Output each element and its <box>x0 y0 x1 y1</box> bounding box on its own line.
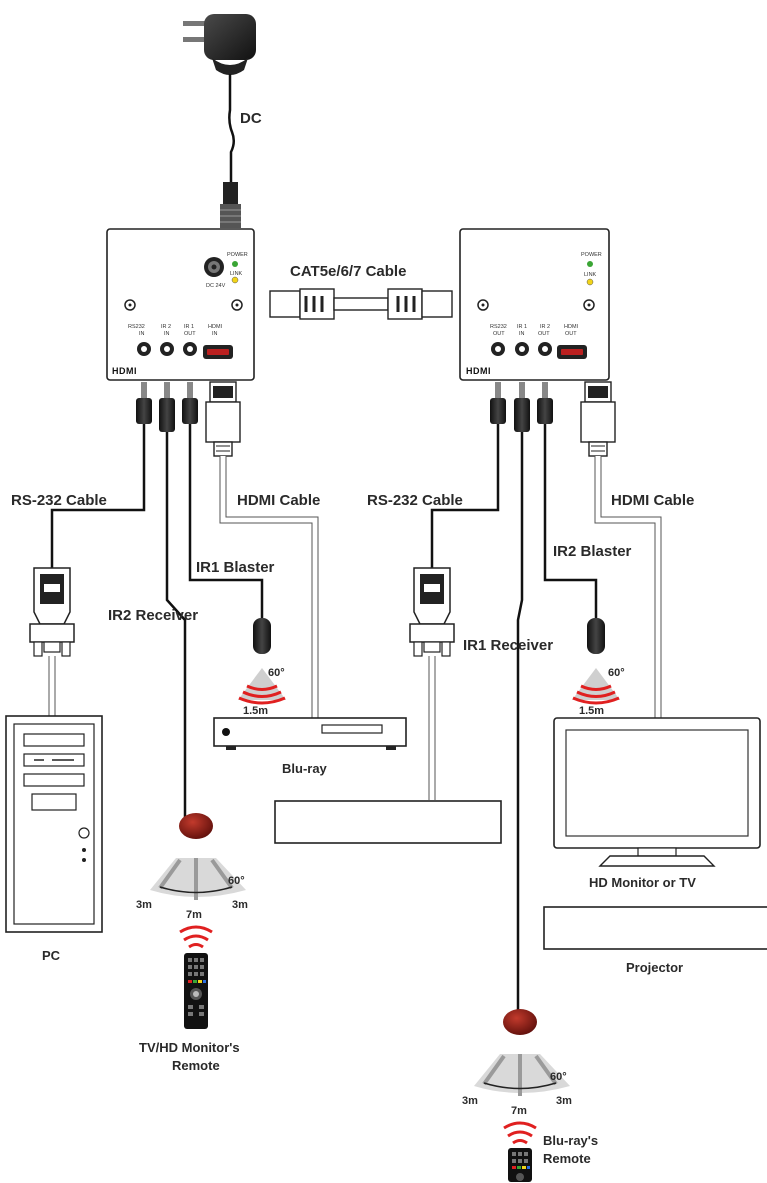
rx-ir2-blaster-wire <box>543 424 598 618</box>
svg-text:POWER: POWER <box>581 252 602 258</box>
cat-cable <box>269 288 453 320</box>
rx-rs232-wire <box>430 424 500 570</box>
svg-text:1.5m: 1.5m <box>579 705 604 717</box>
rs232-cable-label-left: RS-232 Cable <box>11 492 107 509</box>
svg-text:3m: 3m <box>232 899 248 911</box>
svg-text:HDMI: HDMI <box>564 324 579 330</box>
bluray-remote-label-2: Remote <box>543 1151 591 1166</box>
bluray-player <box>213 717 407 750</box>
tv-remote-icon <box>184 953 208 1029</box>
svg-text:1.5m: 1.5m <box>243 705 268 717</box>
ir1-receiver-label: IR1 Receiver <box>463 637 553 654</box>
svg-text:HDMI: HDMI <box>208 324 223 330</box>
svg-text:OUT: OUT <box>493 331 505 337</box>
ir2-receiver-label: IR2 Receiver <box>108 607 198 624</box>
tx-plugs <box>136 381 241 457</box>
hdmi-cable-label-right: HDMI Cable <box>611 492 694 509</box>
ir-signal-icon-left <box>179 925 213 949</box>
hdmi-cable-label-left: HDMI Cable <box>237 492 320 509</box>
svg-text:OUT: OUT <box>538 331 550 337</box>
svg-text:IN: IN <box>519 331 525 337</box>
rs232-cable-label-right: RS-232 Cable <box>367 492 463 509</box>
transmitter-unit: POWER LINK DC 24V RS232 IN IR 2 IN IR 1 … <box>106 228 255 381</box>
svg-text:IN: IN <box>139 331 145 337</box>
svg-text:RS232: RS232 <box>490 324 507 330</box>
hd-monitor <box>553 717 761 867</box>
rx-power-led <box>587 261 593 267</box>
db9-connector-right <box>409 567 455 657</box>
tv-remote-label-2: Remote <box>172 1058 220 1073</box>
cat-cable-label: CAT5e/6/7 Cable <box>290 263 406 280</box>
svg-text:IN: IN <box>212 331 218 337</box>
rx-link-led <box>586 278 594 286</box>
tv-remote-label-1: TV/HD Monitor's <box>139 1040 240 1055</box>
power-adapter <box>183 14 256 228</box>
db9-connector-left <box>29 567 75 657</box>
bluray-remote-icon <box>508 1148 532 1182</box>
dc-label: DC <box>240 110 262 127</box>
svg-text:IR 2: IR 2 <box>540 324 550 330</box>
svg-text:3m: 3m <box>462 1095 478 1107</box>
svg-text:POWER: POWER <box>227 252 248 258</box>
svg-text:OUT: OUT <box>184 331 196 337</box>
pc-tower <box>5 715 103 933</box>
svg-text:60°: 60° <box>608 667 625 679</box>
svg-text:IR 1: IR 1 <box>517 324 527 330</box>
tx-ir1-blaster-wire <box>188 424 264 618</box>
svg-text:3m: 3m <box>136 899 152 911</box>
svg-text:60°: 60° <box>550 1071 567 1083</box>
ir1-blaster <box>238 618 286 705</box>
svg-text:60°: 60° <box>268 667 285 679</box>
ir2-receiver <box>150 813 246 900</box>
ir1-receiver <box>474 1009 570 1096</box>
bluray-remote-label-1: Blu-ray's <box>543 1133 598 1148</box>
svg-text:DC 24V: DC 24V <box>206 283 226 289</box>
ir2-blaster <box>572 618 620 705</box>
svg-text:IN: IN <box>164 331 170 337</box>
pc-label: PC <box>42 948 61 963</box>
projector <box>543 906 767 950</box>
display-device-box <box>274 800 502 844</box>
tx-rs232-wire <box>50 424 146 570</box>
projector-label: Projector <box>626 960 683 975</box>
svg-text:LINK: LINK <box>230 271 243 277</box>
svg-text:3m: 3m <box>556 1095 572 1107</box>
rx-plugs <box>490 381 616 457</box>
svg-text:OUT: OUT <box>565 331 577 337</box>
svg-text:HDMI: HDMI <box>466 366 491 376</box>
ir-signal-icon-right <box>503 1121 537 1145</box>
receiver-unit: POWER LINK RS232 OUT IR 1 IN IR 2 OUT HD… <box>459 228 610 381</box>
rx-ir1-receiver-wire <box>516 432 524 1010</box>
svg-text:LINK: LINK <box>584 272 597 278</box>
svg-text:IR 2: IR 2 <box>161 324 171 330</box>
ir1-blaster-label: IR1 Blaster <box>196 559 275 576</box>
svg-text:7m: 7m <box>511 1105 527 1117</box>
svg-text:IR 1: IR 1 <box>184 324 194 330</box>
ir2-blaster-label: IR2 Blaster <box>553 543 632 560</box>
tx-link-led <box>231 276 239 284</box>
tx-ir2-receiver-wire <box>165 432 187 820</box>
svg-text:HDMI: HDMI <box>112 366 137 376</box>
hd-monitor-label: HD Monitor or TV <box>589 875 696 890</box>
svg-text:7m: 7m <box>186 909 202 921</box>
tx-power-led <box>232 261 238 267</box>
svg-text:60°: 60° <box>228 875 245 887</box>
svg-text:RS232: RS232 <box>128 324 145 330</box>
bluray-label: Blu-ray <box>282 761 328 776</box>
